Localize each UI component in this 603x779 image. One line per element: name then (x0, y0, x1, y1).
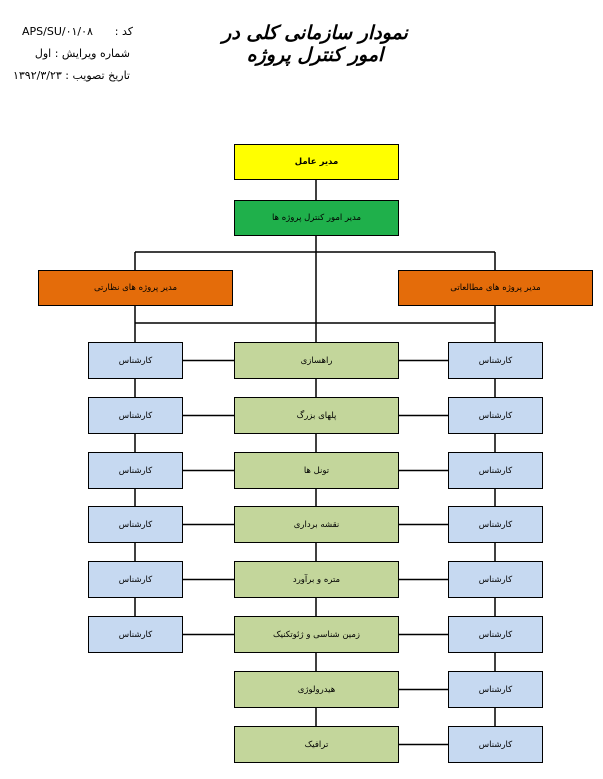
left-expert-box: کارشناس (88, 452, 183, 489)
left-expert-box: کارشناس (88, 342, 183, 379)
right-expert-box: کارشناس (448, 452, 543, 489)
department-box: زمین شناسی و ژئوتکنیک (234, 616, 399, 653)
department-box: هیدرولوژی (234, 671, 399, 708)
ceo-box: مدیر عامل (234, 144, 399, 180)
left-expert-box: کارشناس (88, 506, 183, 543)
page-title: نمودار سازمانی کلی در امور کنترل پروژه (222, 22, 408, 66)
project-control-manager-box: مدیر امور کنترل پروژه ها (234, 200, 399, 236)
approval-date: تاریخ تصویب : ۱۳۹۲/۳/۲۳ (12, 69, 130, 82)
studies-manager-box: مدیر پروژه های مطالعاتی (398, 270, 593, 306)
department-box: پلهای بزرگ (234, 397, 399, 434)
revision-number: شماره ویرایش : اول (34, 47, 130, 60)
right-expert-box: کارشناس (448, 506, 543, 543)
right-expert-box: کارشناس (448, 561, 543, 598)
department-box: راهسازی (234, 342, 399, 379)
department-box: ترافیک (234, 726, 399, 763)
right-expert-box: کارشناس (448, 671, 543, 708)
code-label: کد : (114, 25, 133, 38)
supervision-manager-box: مدیر پروژه های نظارتی (38, 270, 233, 306)
department-box: تونل ها (234, 452, 399, 489)
left-expert-box: کارشناس (88, 616, 183, 653)
right-expert-box: کارشناس (448, 342, 543, 379)
department-box: متره و برآورد (234, 561, 399, 598)
department-box: نقشه برداری (234, 506, 399, 543)
right-expert-box: کارشناس (448, 616, 543, 653)
right-expert-box: کارشناس (448, 397, 543, 434)
left-expert-box: کارشناس (88, 397, 183, 434)
left-expert-box: کارشناس (88, 561, 183, 598)
document-code: APS/SU/۰۱/۰۸ (22, 25, 93, 38)
right-expert-box: کارشناس (448, 726, 543, 763)
